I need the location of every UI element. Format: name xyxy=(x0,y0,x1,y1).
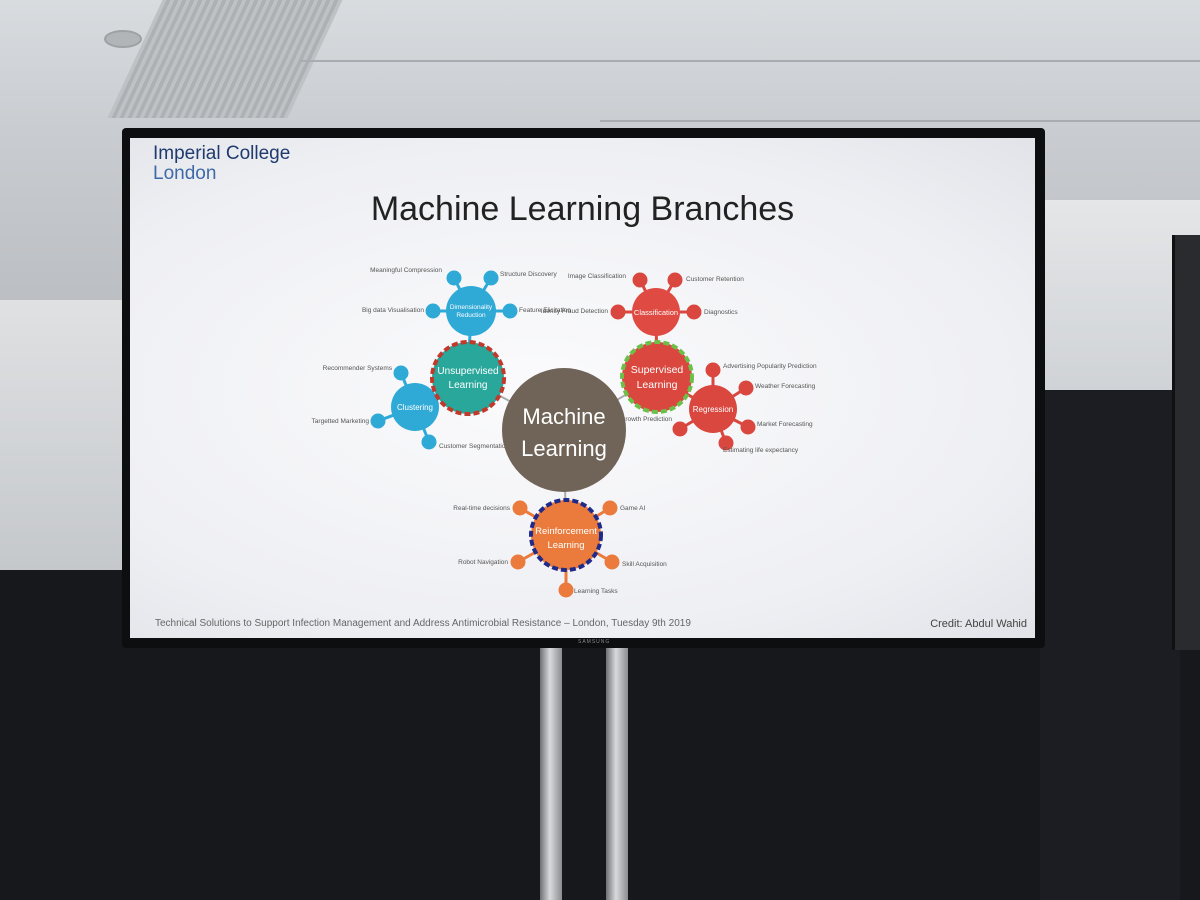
dimensionality-reduction-node xyxy=(446,286,496,336)
center-label: Machine xyxy=(522,404,605,429)
leaf-label: Market Forecasting xyxy=(757,421,813,428)
regression-node xyxy=(689,385,737,433)
supervised-learning-node xyxy=(620,340,694,414)
leaf-dot xyxy=(705,362,721,378)
dimensionality-label: Dimensionality xyxy=(450,304,493,311)
leaf-label: Recommender Systems xyxy=(323,365,393,372)
reinforcement-learning-node xyxy=(529,498,603,572)
classification-node xyxy=(632,288,680,336)
leaf-label: Skill Acquisition xyxy=(622,561,667,568)
leaf-label: Estimating life expectancy xyxy=(723,447,799,454)
room-partition-right xyxy=(1040,390,1180,900)
monitor-stand-pole xyxy=(606,645,628,900)
ceiling-seam xyxy=(300,60,1200,62)
leaf-dot xyxy=(393,365,409,381)
left-wall xyxy=(0,300,125,570)
leaf-label: Learning Tasks xyxy=(574,588,618,595)
leaf-dot xyxy=(602,500,618,516)
leaf-label: Population Growth Prediction xyxy=(588,416,673,423)
leaf-dot xyxy=(610,304,626,320)
leaf-label: Diagnostics xyxy=(704,309,738,316)
unsupervised-label: Learning xyxy=(449,380,488,391)
clustering-label: Clustering xyxy=(397,403,433,412)
leaf-label: Customer Retention xyxy=(686,276,744,283)
leaf-dot xyxy=(446,270,462,286)
leaf-dot xyxy=(740,419,756,435)
university-logo: Imperial College London xyxy=(153,144,290,184)
supervised-label: Supervised xyxy=(631,364,684,376)
regression-label: Regression xyxy=(693,405,733,414)
leaf-dot xyxy=(672,421,688,437)
machine-learning-center-node xyxy=(502,368,626,492)
leaf-dot xyxy=(502,303,518,319)
reinforcement-label: Reinforcement xyxy=(535,526,597,537)
leaf-dot xyxy=(686,304,702,320)
leaf-label: Customer Segmentation xyxy=(439,443,509,450)
reinforcement-label: Learning xyxy=(548,540,585,551)
leaf-label: Robot Navigation xyxy=(458,559,508,566)
monitor-brand: SAMSUNG xyxy=(578,639,611,645)
leaf-label: Feature Elicitation xyxy=(519,307,571,314)
ceiling-seam xyxy=(600,120,1200,122)
leaf-label: Structure Discovery xyxy=(500,271,557,278)
leaf-label: Real-time decisions xyxy=(453,505,510,512)
monitor-stand-pole xyxy=(540,645,562,900)
leaf-dot xyxy=(604,554,620,570)
leaf-dot xyxy=(558,582,574,598)
side-monitor xyxy=(1172,235,1200,650)
leaf-dot xyxy=(718,435,734,451)
ceiling-light xyxy=(104,30,142,48)
clustering-node xyxy=(391,383,439,431)
center-label: Learning xyxy=(521,436,607,461)
leaf-label: Idenity Fraud Detection xyxy=(541,308,609,315)
leaf-label: Image Classification xyxy=(568,273,627,280)
leaf-dot xyxy=(370,413,386,429)
dimensionality-label: Reduction xyxy=(456,312,486,319)
leaf-label: Weather Forecasting xyxy=(755,383,816,390)
slide-screen: Imperial College London Machine Learning… xyxy=(130,138,1035,638)
leaf-label: Meaningful Compression xyxy=(370,267,442,274)
leaf-dot xyxy=(512,500,528,516)
leaf-label: Big data Visualisation xyxy=(362,307,424,314)
logo-line-1: Imperial College xyxy=(153,143,291,164)
logo-line-2: London xyxy=(153,163,217,184)
slide-footer-credit: Credit: Abdul Wahid xyxy=(930,618,1027,630)
unsupervised-learning-node xyxy=(430,340,506,416)
supervised-label: Learning xyxy=(637,379,678,391)
leaf-dot xyxy=(425,303,441,319)
slide-title: Machine Learning Branches xyxy=(370,190,795,228)
leaf-label: Advertising Popularity Prediction xyxy=(723,363,817,370)
classification-label: Classification xyxy=(634,308,678,317)
unsupervised-label: Unsupervised xyxy=(437,366,498,377)
leaf-dot xyxy=(667,272,683,288)
ml-branches-diagram: Dimensionality Reduction Clustering Unsu… xyxy=(312,267,817,598)
leaf-label: Targetted Marketing xyxy=(312,418,370,425)
leaf-dot xyxy=(483,270,499,286)
slide-footer-event: Technical Solutions to Support Infection… xyxy=(155,618,691,629)
leaf-label: Game AI xyxy=(620,505,645,512)
leaf-dot xyxy=(510,554,526,570)
leaf-dot xyxy=(421,434,437,450)
leaf-dot xyxy=(632,272,648,288)
leaf-dot xyxy=(738,380,754,396)
